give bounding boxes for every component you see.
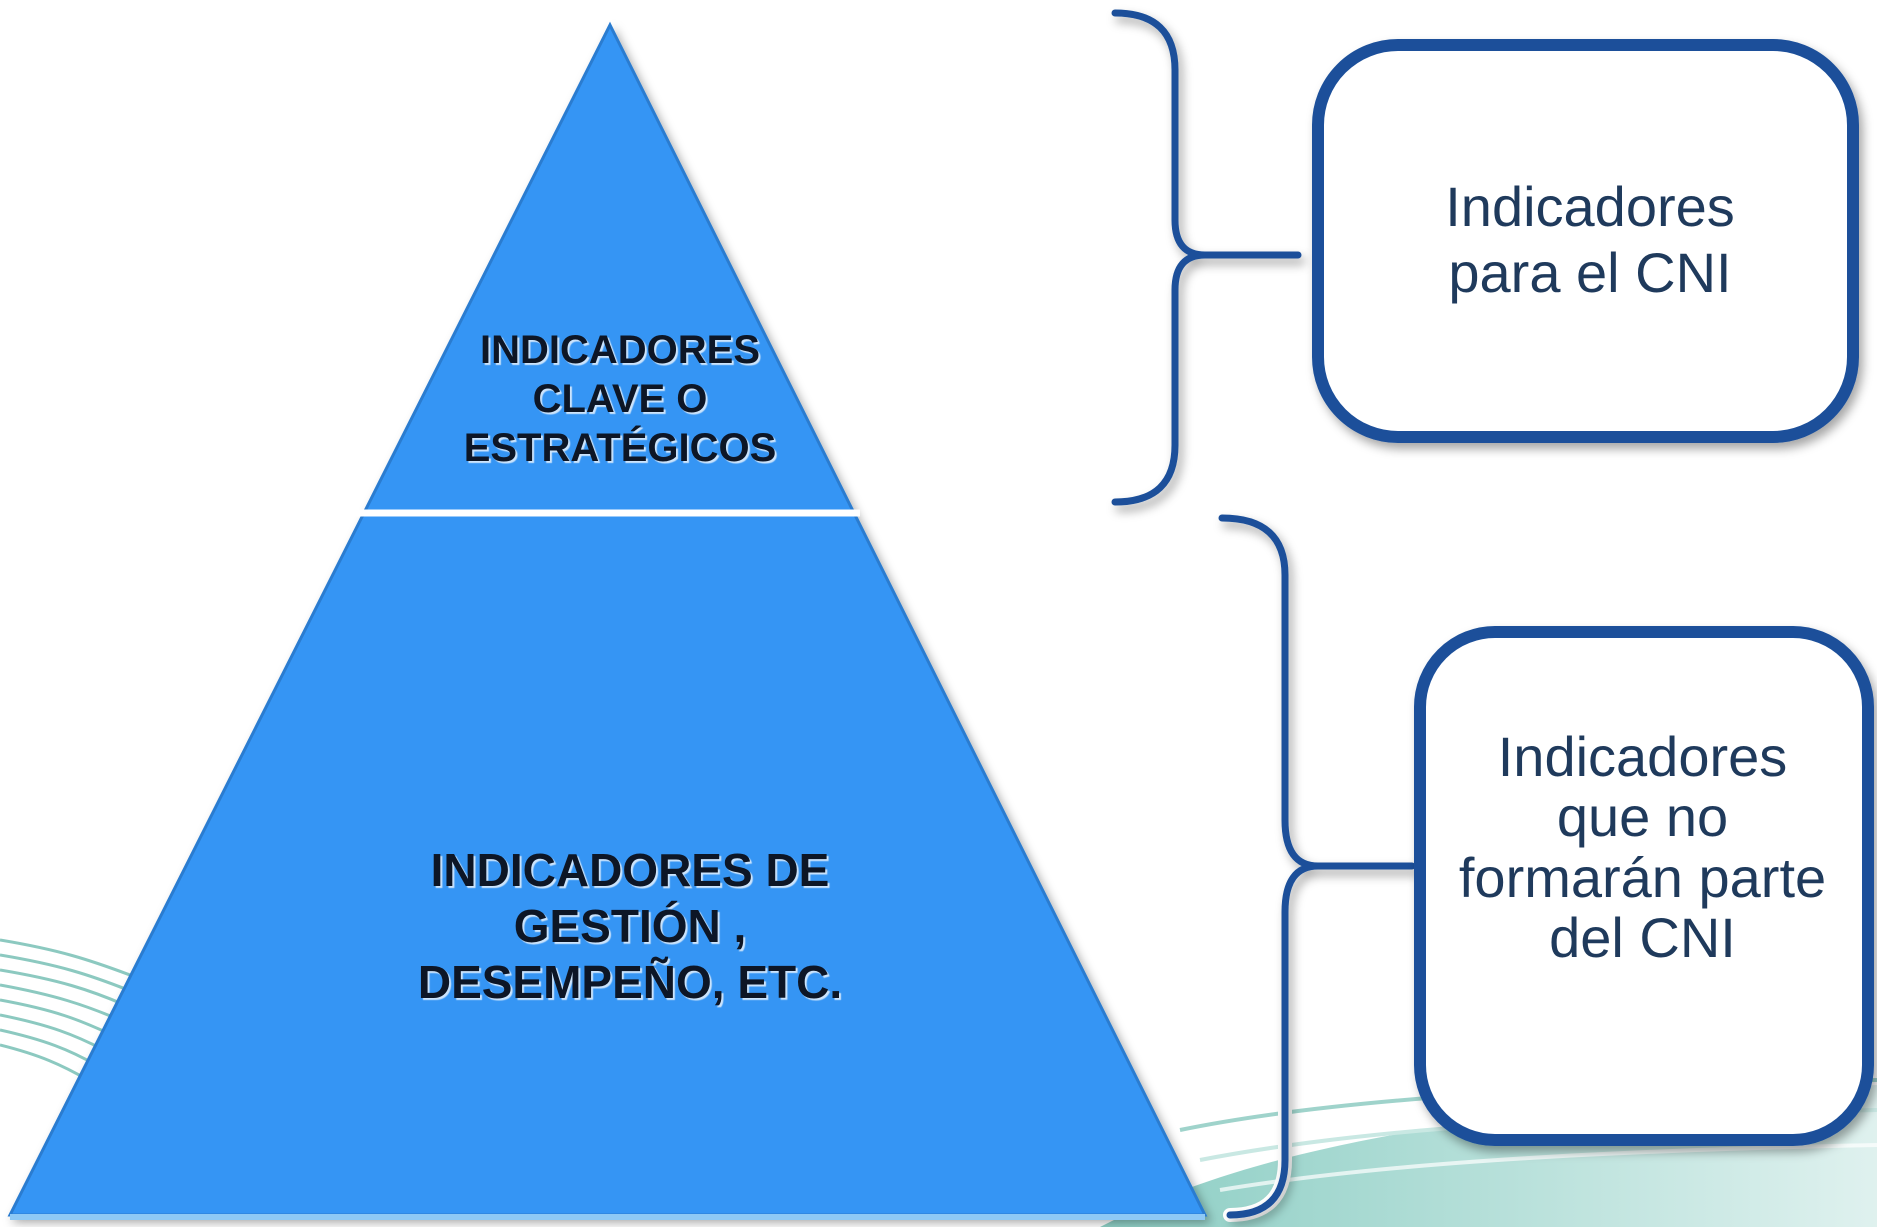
pyramid	[7, 21, 1208, 1220]
box-non-cni-indicators-text: Indicadores que no formarán parte del CN…	[1458, 725, 1827, 970]
box-cni-indicators	[1312, 39, 1859, 443]
pyramid-bottom-tier-label: INDICADORES DE GESTIÓN , DESEMPEÑO, ETC.	[417, 844, 843, 1009]
box-cni-indicators-text: Indicadores para el CNI	[1445, 175, 1735, 305]
bracket-upper	[1108, 6, 1305, 509]
bracket-lower	[1215, 511, 1419, 1222]
box-non-cni-indicators	[1414, 626, 1874, 1146]
background-waves-left	[0, 938, 131, 1082]
pyramid-top-tier-label: INDICADORES CLAVE O ESTRATÉGICOS	[463, 328, 777, 470]
pyramid-body	[7, 21, 1208, 1217]
